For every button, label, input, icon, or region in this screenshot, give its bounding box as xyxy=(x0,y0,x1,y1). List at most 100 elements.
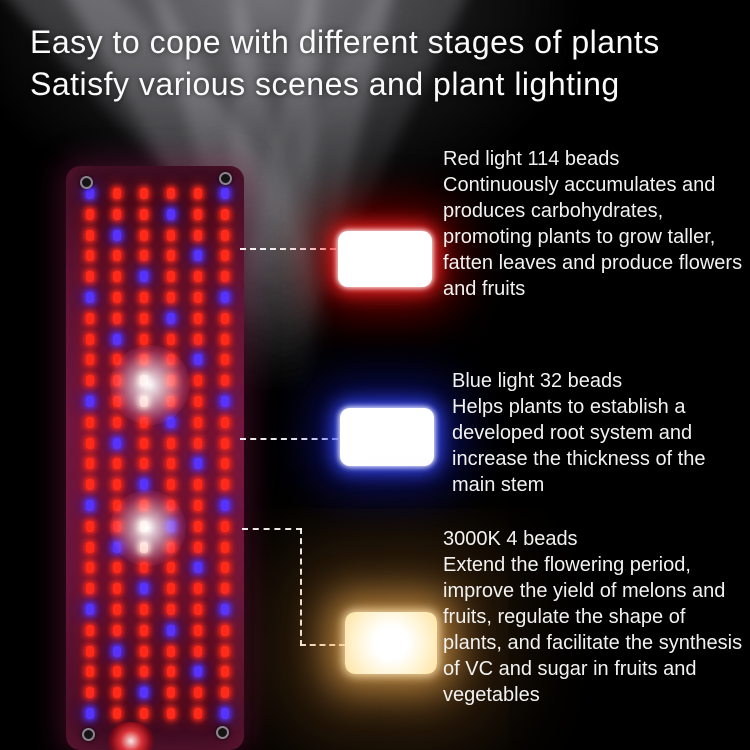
led-bead xyxy=(194,229,202,241)
led-bead xyxy=(86,562,94,574)
led-panel xyxy=(66,166,244,750)
led-bead xyxy=(113,645,121,657)
blue-light-swatch xyxy=(340,408,434,466)
led-bead xyxy=(194,437,202,449)
led-bead xyxy=(86,333,94,345)
led-bead xyxy=(86,479,94,491)
callout-warm-light: 3000K 4 beads Extend the flowering perio… xyxy=(443,526,745,708)
led-bead xyxy=(113,375,121,387)
led-bead xyxy=(113,479,121,491)
callout-red-title: Red light 114 beads xyxy=(443,148,620,170)
connector-warm-light-vertical xyxy=(300,528,302,646)
red-light-swatch xyxy=(338,231,432,287)
led-bead xyxy=(194,333,202,345)
led-bead xyxy=(167,708,175,719)
led-bead xyxy=(140,229,148,241)
led-bead xyxy=(113,333,121,345)
led-bead xyxy=(86,458,94,470)
callout-warm-title: 3000K 4 beads xyxy=(443,528,578,550)
led-bead xyxy=(167,687,175,699)
led-bead xyxy=(194,208,202,220)
led-bead xyxy=(140,188,148,199)
screw-hole xyxy=(82,728,95,741)
led-bead xyxy=(167,458,175,470)
led-bead xyxy=(140,292,148,303)
warm-light-swatch xyxy=(345,612,437,674)
led-bead xyxy=(167,479,175,491)
led-bead xyxy=(86,708,94,719)
led-bead xyxy=(167,354,175,366)
callout-blue-title: Blue light 32 beads xyxy=(452,370,623,392)
led-bead xyxy=(167,437,175,449)
led-bead xyxy=(194,292,202,303)
led-bead xyxy=(167,500,175,511)
led-bead xyxy=(194,312,202,324)
headline-line-2: Satisfy various scenes and plant lightin… xyxy=(30,66,620,102)
screw-hole xyxy=(219,172,232,185)
led-bead xyxy=(221,229,229,241)
screw-hole xyxy=(80,176,93,189)
led-bead xyxy=(221,312,229,324)
callout-red-description: Continuously accumulates and produces ca… xyxy=(443,174,743,300)
led-bead xyxy=(221,333,229,345)
led-bead xyxy=(194,396,202,407)
led-bead xyxy=(140,312,148,324)
led-bead xyxy=(86,437,94,449)
led-bead xyxy=(113,229,121,241)
connector-blue-light xyxy=(240,438,338,440)
led-bead xyxy=(221,458,229,470)
led-bottom-glow xyxy=(108,722,154,750)
led-bead xyxy=(140,208,148,220)
led-bead xyxy=(113,396,121,407)
led-bead xyxy=(167,624,175,636)
led-bead xyxy=(167,229,175,241)
led-bead xyxy=(221,500,229,511)
led-bead xyxy=(221,250,229,262)
led-bead xyxy=(167,292,175,303)
led-bead xyxy=(140,687,148,699)
led-bead xyxy=(86,250,94,262)
led-bead xyxy=(194,624,202,636)
led-bead xyxy=(167,520,175,532)
led-bead xyxy=(140,271,148,283)
led-bead xyxy=(221,416,229,428)
connector-red-light xyxy=(240,248,336,250)
led-bead xyxy=(167,583,175,595)
led-bead xyxy=(140,437,148,449)
led-bead xyxy=(86,188,94,199)
led-bead xyxy=(86,645,94,657)
led-bead xyxy=(167,541,175,553)
connector-warm-light-horizontal xyxy=(242,528,302,530)
led-bead xyxy=(86,271,94,283)
led-bead xyxy=(194,604,202,615)
led-bead xyxy=(140,520,148,532)
led-bead xyxy=(194,520,202,532)
led-bead xyxy=(140,396,148,407)
led-bead xyxy=(113,624,121,636)
led-bead xyxy=(167,312,175,324)
led-bead xyxy=(221,604,229,615)
led-bead xyxy=(113,687,121,699)
led-bead xyxy=(140,375,148,387)
led-bead xyxy=(113,604,121,615)
led-bead xyxy=(221,645,229,657)
led-bead xyxy=(140,458,148,470)
led-bead xyxy=(86,416,94,428)
led-bead xyxy=(113,458,121,470)
led-bead xyxy=(86,666,94,678)
callout-red-light: Red light 114 beads Continuously accumul… xyxy=(443,146,745,302)
led-hotspot-glow xyxy=(110,345,190,425)
led-bead xyxy=(86,396,94,407)
connector-warm-light-end xyxy=(300,644,345,646)
led-bead xyxy=(221,479,229,491)
led-bead xyxy=(194,666,202,678)
led-bead xyxy=(167,188,175,199)
led-bead xyxy=(194,354,202,366)
led-bead xyxy=(194,271,202,283)
led-bead xyxy=(167,250,175,262)
led-bead xyxy=(86,687,94,699)
led-bead xyxy=(221,354,229,366)
led-bead xyxy=(140,479,148,491)
led-bead xyxy=(167,333,175,345)
